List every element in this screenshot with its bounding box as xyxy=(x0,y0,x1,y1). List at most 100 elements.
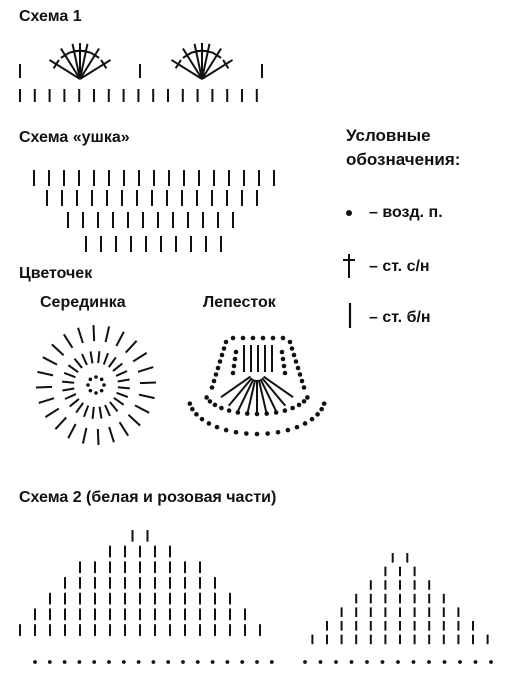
double-crochet-crossbar xyxy=(52,59,60,69)
chain-dot xyxy=(219,352,225,358)
double-crochet-stitch xyxy=(79,59,112,80)
petal-fan-stroke xyxy=(227,377,253,407)
chain-dot xyxy=(269,660,274,664)
chain-dot xyxy=(282,408,288,413)
double-crochet-stitch xyxy=(60,47,81,80)
center-outer-stroke xyxy=(137,366,154,373)
center-outer-stroke xyxy=(37,370,54,377)
chain-dot xyxy=(102,383,106,387)
petal-fan-stroke xyxy=(259,378,278,412)
center-title: Серединка xyxy=(40,294,126,311)
chain-dot xyxy=(94,375,98,379)
center-outer-stroke xyxy=(132,352,148,363)
chain-dot xyxy=(94,391,98,395)
chain-dot xyxy=(287,339,293,345)
chain-dot xyxy=(240,660,245,664)
center-inner-stroke xyxy=(73,358,83,369)
chain-dot xyxy=(301,399,307,404)
chain-dot xyxy=(199,416,205,422)
chain-dot xyxy=(240,335,246,341)
center-outer-stroke xyxy=(38,397,55,404)
petal-title: Лепесток xyxy=(203,294,276,311)
chain-dot xyxy=(225,660,230,664)
double-crochet-stitch xyxy=(79,43,89,80)
double-crochet-stitch xyxy=(48,59,81,80)
chain-dot xyxy=(380,660,385,664)
double-crochet-crossbar xyxy=(222,59,230,69)
center-inner-stroke xyxy=(117,386,130,390)
double-crochet-crossbar xyxy=(212,51,222,59)
chain-dot xyxy=(489,660,493,664)
chain-dot xyxy=(473,660,478,664)
chain-dot xyxy=(226,408,232,413)
center-outer-stroke xyxy=(36,385,53,389)
chain-dot xyxy=(215,365,221,371)
center-outer-stroke xyxy=(134,404,150,414)
center-inner-stroke xyxy=(89,351,94,364)
chain-dot xyxy=(411,660,416,664)
chain-dot xyxy=(302,421,308,426)
chain-dot xyxy=(195,660,200,664)
double-crochet-stitch xyxy=(71,43,81,80)
center-outer-stroke xyxy=(104,326,111,343)
chain-dot xyxy=(211,378,217,384)
petal-diagram xyxy=(187,335,327,437)
chain-dot xyxy=(285,427,291,433)
chain-dot xyxy=(47,660,52,664)
center-outer-stroke xyxy=(139,381,156,385)
center-inner-stroke xyxy=(64,393,77,400)
chain-dot xyxy=(181,660,185,664)
chain-dot xyxy=(232,356,238,362)
chain-dot xyxy=(33,660,37,664)
chain-dot xyxy=(206,421,212,426)
chain-dot xyxy=(297,372,303,377)
chain-dot xyxy=(86,383,90,387)
center-inner-stroke xyxy=(104,404,111,417)
legend-item-sc-text: – ст. б/н xyxy=(369,309,431,326)
scheme1-title: Схема 1 xyxy=(19,8,82,25)
chain-dot xyxy=(280,335,286,341)
center-outer-stroke xyxy=(44,407,60,418)
petal-fan-stroke xyxy=(261,377,287,407)
center-inner-stroke xyxy=(112,362,123,372)
chain-dot xyxy=(250,335,256,341)
chain-dot xyxy=(280,356,286,362)
chain-dot xyxy=(209,385,215,390)
scheme2-title: Схема 2 (белая и розовая части) xyxy=(19,489,277,506)
double-crochet-stitch xyxy=(201,43,211,80)
chain-dot xyxy=(204,395,209,400)
center-inner-stroke xyxy=(113,397,125,406)
chain-dot xyxy=(210,660,215,664)
chain-dot xyxy=(121,660,126,664)
petal-fan-stroke xyxy=(257,379,268,416)
center-inner-stroke xyxy=(69,398,80,408)
center-inner-stroke xyxy=(116,391,129,398)
chain-dot xyxy=(291,352,297,358)
center-outer-stroke xyxy=(81,427,88,444)
center-outer-stroke xyxy=(108,426,115,443)
chain-dot xyxy=(458,660,462,664)
chain-dot xyxy=(77,660,82,664)
chain-dot xyxy=(107,660,111,664)
ear-scheme-title: Схема «ушка» xyxy=(19,129,130,146)
chain-dot xyxy=(151,660,156,664)
double-crochet-crossbar xyxy=(174,59,182,69)
chain-dot xyxy=(275,429,281,435)
double-crochet-stitch xyxy=(170,59,203,80)
center-outer-stroke xyxy=(54,416,67,430)
chain-dot xyxy=(265,431,270,436)
center-inner-stroke xyxy=(117,378,130,383)
chain-dot xyxy=(301,385,307,390)
chain-dot xyxy=(235,410,241,415)
chain-dot xyxy=(213,372,219,377)
legend-title-line1: Условные xyxy=(346,126,431,145)
chain-dot xyxy=(296,402,302,408)
center-outer-stroke xyxy=(92,325,96,342)
scheme1-diagram xyxy=(19,43,263,102)
chain-dot xyxy=(282,370,288,376)
center-inner-stroke xyxy=(62,387,75,392)
chain-dot xyxy=(254,431,260,437)
legend-item-dc-text: – ст. с/н xyxy=(369,258,430,275)
chain-dot xyxy=(318,660,323,664)
double-crochet-crossbar xyxy=(202,49,213,54)
